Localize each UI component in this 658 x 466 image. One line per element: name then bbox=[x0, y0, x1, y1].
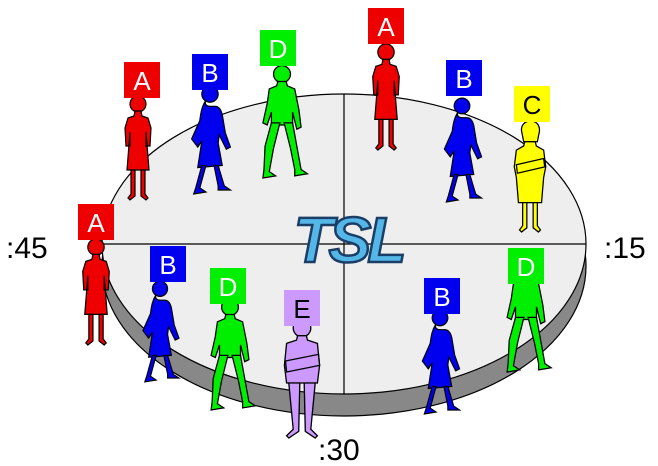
letter-badge bbox=[446, 60, 482, 96]
letter-badge bbox=[284, 290, 320, 326]
person-b-5: B bbox=[443, 60, 483, 203]
person-b-8: B bbox=[142, 246, 186, 383]
letter-badge-label: E bbox=[293, 294, 310, 324]
letter-badge-label: A bbox=[133, 66, 151, 96]
letter-badge-label: B bbox=[201, 58, 218, 88]
tsl-center-label: TSL bbox=[294, 204, 404, 276]
person-a-1: A bbox=[124, 62, 160, 201]
letter-badge bbox=[124, 62, 160, 98]
letter-badge bbox=[192, 54, 228, 90]
letter-badge-label: B bbox=[455, 64, 472, 94]
person-b-11: B bbox=[421, 278, 461, 415]
letter-badge bbox=[78, 204, 114, 240]
person-b-2: B bbox=[191, 54, 232, 195]
letter-badge bbox=[368, 8, 404, 44]
letter-badge bbox=[150, 246, 186, 282]
person-d-9: D bbox=[210, 268, 256, 411]
person-d-3: D bbox=[260, 30, 309, 179]
person-d-12: D bbox=[506, 248, 552, 373]
person-c-6: C bbox=[513, 86, 550, 233]
time-label-45: :45 bbox=[6, 232, 48, 265]
person-a-4: A bbox=[368, 8, 404, 151]
letter-badge bbox=[508, 248, 544, 284]
people-layer: A B D A B C A B D E B D bbox=[78, 8, 552, 439]
person-e-10: E bbox=[283, 290, 321, 439]
letter-badge-label: C bbox=[523, 90, 542, 120]
letter-badge-label: A bbox=[87, 208, 105, 238]
person-a-7: A bbox=[78, 204, 114, 346]
letter-badge-label: D bbox=[219, 272, 238, 302]
letter-badge-label: D bbox=[517, 252, 536, 282]
time-label-30: :30 bbox=[318, 434, 360, 466]
letter-badge-label: D bbox=[269, 34, 288, 64]
time-label-15: :15 bbox=[604, 232, 646, 265]
letter-badge-label: B bbox=[159, 250, 176, 280]
letter-badge-label: A bbox=[377, 12, 395, 42]
letter-badge bbox=[424, 278, 460, 314]
letter-badge bbox=[210, 268, 246, 304]
letter-badge bbox=[260, 30, 296, 66]
letter-badge bbox=[514, 86, 550, 122]
letter-badge-label: B bbox=[433, 282, 450, 312]
